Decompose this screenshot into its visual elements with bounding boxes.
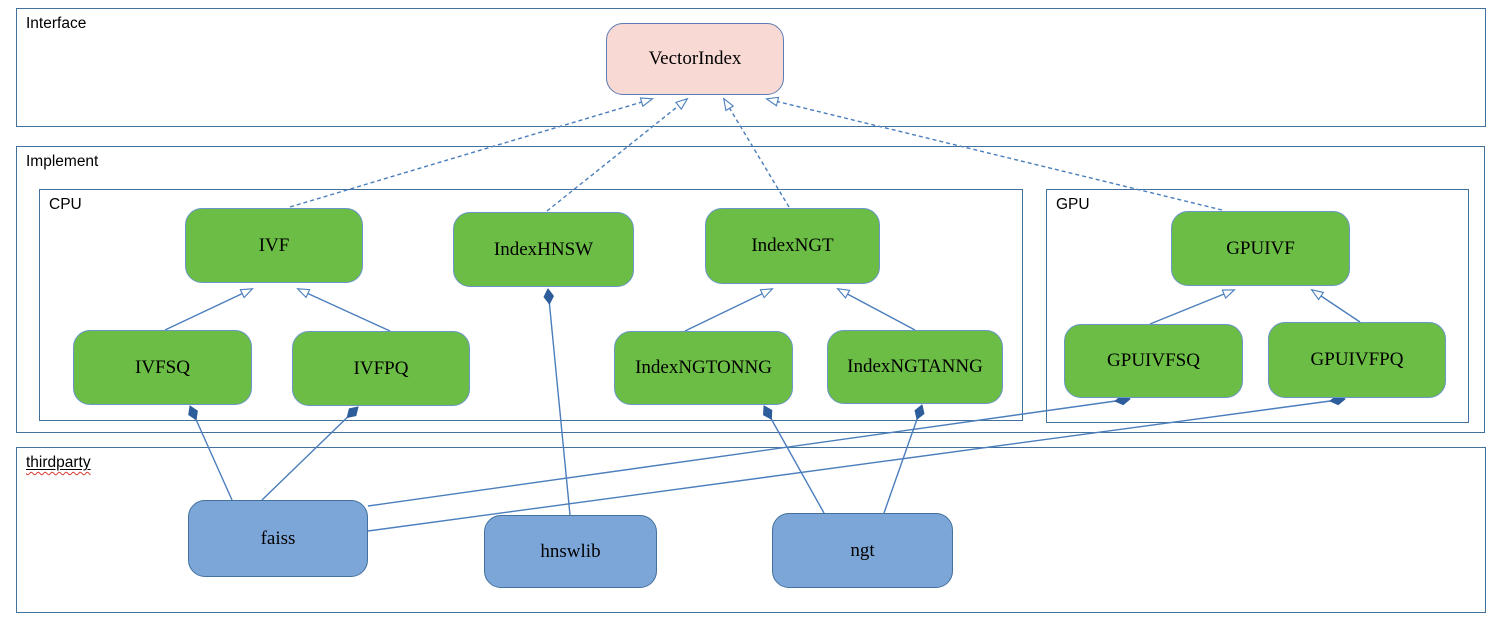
edge-gpuivfsq-inherits-gpuivf[interactable] — [1149, 290, 1234, 325]
container-label-interface: Interface — [26, 15, 87, 32]
node-indexngtanng[interactable]: IndexNGTANNG — [827, 330, 1003, 404]
edge-ivf-realizes-vectorindex[interactable] — [289, 99, 652, 208]
node-ivfsq-label: IVFSQ — [135, 356, 190, 378]
node-hnswlib-label: hnswlib — [540, 540, 601, 562]
edge-gpuivf-realizes-vectorindex[interactable] — [767, 99, 1223, 211]
node-hnswlib[interactable]: hnswlib — [484, 515, 657, 588]
node-ngt[interactable]: ngt — [772, 513, 953, 588]
node-indexngtonng-label: IndexNGTONNG — [635, 357, 772, 378]
container-label-thirdparty: thirdparty — [26, 454, 91, 472]
spellcheck-squiggle: thirdparty — [26, 454, 91, 471]
container-label-implement: Implement — [26, 153, 99, 170]
node-gpuivfpq-label: GPUIVFPQ — [1310, 349, 1404, 370]
container-implement[interactable]: Implement — [16, 146, 1485, 433]
edge-indexngtonng-composes-ngt[interactable] — [764, 406, 825, 514]
node-gpuivfpq[interactable]: GPUIVFPQ — [1268, 322, 1446, 398]
edge-indexhnsw-realizes-vectorindex[interactable] — [546, 99, 687, 212]
node-ivfpq[interactable]: IVFPQ — [292, 331, 470, 406]
node-indexhnsw[interactable]: IndexHNSW — [453, 212, 634, 287]
node-ivf[interactable]: IVF — [185, 208, 363, 283]
node-gpuivfsq-label: GPUIVFSQ — [1107, 350, 1200, 371]
node-faiss[interactable]: faiss — [188, 500, 368, 577]
edge-ivfpq-inherits-ivf[interactable] — [298, 289, 391, 332]
edge-indexhnsw-composes-hnswlib[interactable] — [548, 289, 571, 516]
node-ivfsq[interactable]: IVFSQ — [73, 330, 252, 405]
node-indexngt[interactable]: IndexNGT — [705, 208, 880, 284]
edge-ivfsq-composes-faiss[interactable] — [190, 406, 233, 501]
node-ivf-label: IVF — [258, 234, 290, 256]
node-vectorindex-label: VectorIndex — [648, 48, 742, 69]
edge-gpuivfpq-inherits-gpuivf[interactable] — [1312, 290, 1361, 323]
edge-ivfpq-composes-faiss[interactable] — [261, 407, 358, 501]
edge-indexngtonng-inherits-indexngt[interactable] — [684, 289, 772, 332]
edge-indexngtanng-inherits-indexngt[interactable] — [838, 289, 916, 331]
container-label-gpu: GPU — [1056, 196, 1090, 213]
edge-indexngt-realizes-vectorindex[interactable] — [724, 99, 790, 208]
container-gpu[interactable]: GPU — [1046, 189, 1469, 423]
node-ngt-label: ngt — [850, 539, 875, 561]
edge-gpuivfpq-composes-faiss[interactable] — [367, 399, 1345, 532]
node-indexhnsw-label: IndexHNSW — [493, 238, 594, 260]
container-interface[interactable]: Interface — [16, 8, 1486, 127]
node-vectorindex[interactable]: VectorIndex — [606, 23, 784, 95]
node-gpuivf[interactable]: GPUIVF — [1171, 211, 1350, 286]
container-label-cpu: CPU — [49, 196, 82, 213]
edge-ivfsq-inherits-ivf[interactable] — [164, 289, 252, 331]
node-indexngtanng-label: IndexNGTANNG — [847, 356, 983, 377]
node-gpuivfsq[interactable]: GPUIVFSQ — [1064, 324, 1243, 398]
node-faiss-label: faiss — [260, 527, 296, 549]
container-thirdparty[interactable]: thirdparty — [16, 447, 1486, 613]
node-gpuivf-label: GPUIVF — [1226, 237, 1295, 259]
container-cpu[interactable]: CPU — [39, 189, 1023, 421]
edge-gpuivfsq-composes-faiss[interactable] — [367, 399, 1130, 507]
node-ivfpq-label: IVFPQ — [353, 357, 409, 379]
node-indexngt-label: IndexNGT — [751, 235, 834, 256]
node-indexngtonng[interactable]: IndexNGTONNG — [614, 331, 793, 405]
